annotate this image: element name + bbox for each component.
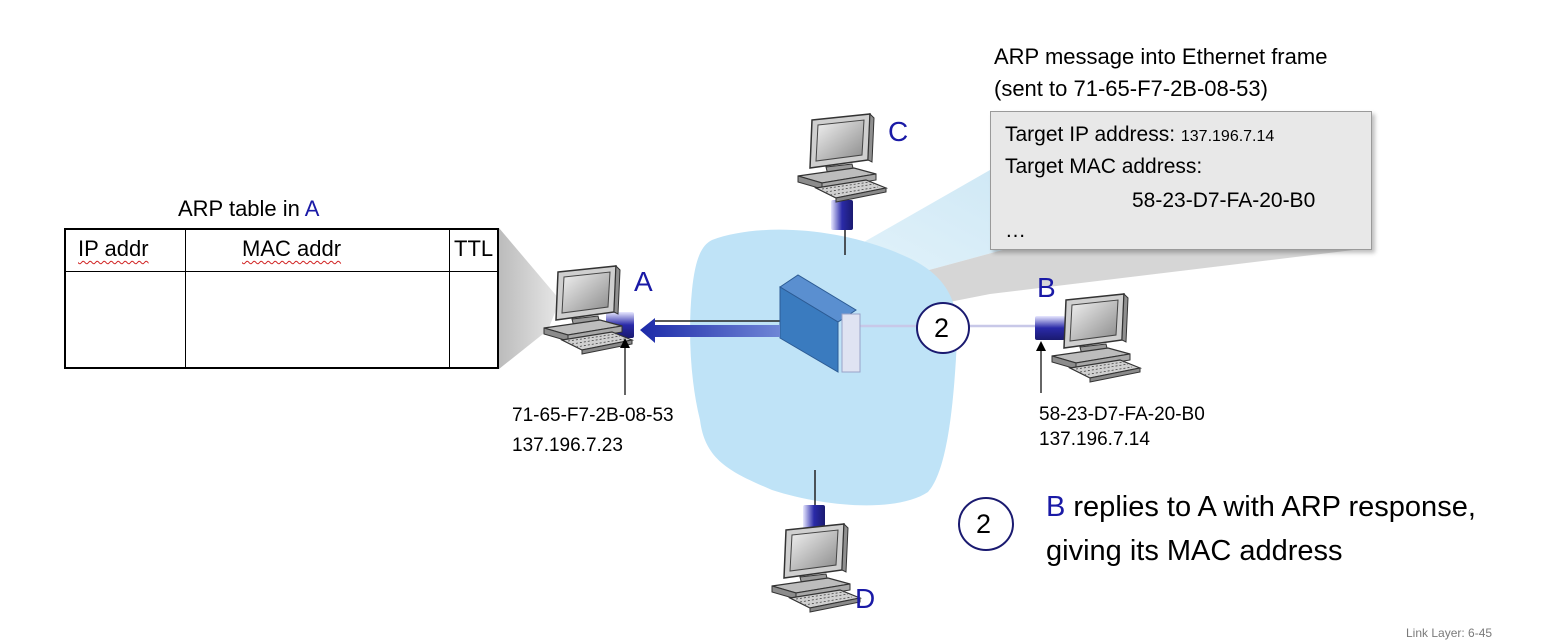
- host-a-icon: [543, 265, 633, 355]
- target-mac-value: 58-23-D7-FA-20-B0: [1132, 189, 1316, 212]
- step-text-line1: B replies to A with ARP response,: [1046, 490, 1476, 524]
- message-caption-line2: (sent to 71-65-F7-2B-08-53): [994, 76, 1268, 101]
- step-text-line1-rest: replies to A with ARP response,: [1065, 491, 1476, 523]
- node-b-mac: 58-23-D7-FA-20-B0: [1039, 404, 1205, 425]
- step-circle-legend: [958, 497, 1014, 551]
- arp-header-ttl: TTL: [454, 236, 494, 261]
- arp-table-header-divider: [66, 271, 497, 272]
- arp-table: IP addr MAC addr TTL: [64, 228, 499, 369]
- host-c-icon: [797, 113, 887, 203]
- step-number-legend: 2: [976, 509, 992, 539]
- node-d-label: D: [855, 583, 876, 614]
- node-a-label: A: [634, 266, 653, 297]
- host-b-icon: [1051, 293, 1141, 383]
- host-d-icon: [771, 523, 861, 613]
- arp-header-mac-text: MAC addr: [242, 236, 342, 261]
- node-a-mac: 71-65-F7-2B-08-53: [512, 405, 674, 426]
- node-b-label: B: [1037, 272, 1056, 303]
- node-c-label: C: [888, 116, 909, 147]
- target-mac-label: Target MAC address:: [1005, 155, 1203, 178]
- target-ip-row: Target IP address: 137.196.7.14: [1005, 123, 1274, 149]
- target-ip-label: Target IP address:: [1005, 123, 1181, 146]
- slide-footer: Link Layer: 6-45: [1406, 626, 1493, 640]
- arp-table-title: ARP table in A: [178, 196, 319, 222]
- step-circle-on-link: [916, 302, 970, 354]
- step-text-line2: giving its MAC address: [1046, 535, 1343, 567]
- arp-table-title-node: A: [304, 196, 320, 221]
- step-number-on-link: 2: [934, 313, 950, 343]
- arp-message-box: Target IP address: 137.196.7.14 Target M…: [990, 111, 1372, 250]
- node-b-ip: 137.196.7.14: [1039, 429, 1150, 450]
- message-ellipsis: …: [1005, 219, 1026, 242]
- arp-table-col-divider: [449, 230, 450, 367]
- target-ip-value: 137.196.7.14: [1180, 128, 1275, 145]
- step-node: B: [1046, 491, 1066, 523]
- arp-table-title-prefix: ARP table in: [178, 196, 305, 221]
- arp-table-col-divider: [185, 230, 186, 367]
- arp-header-ip: IP addr: [78, 236, 149, 261]
- arp-header-mac: MAC addr: [242, 236, 341, 262]
- node-a-ip: 137.196.7.23: [512, 435, 623, 456]
- message-caption-line1: ARP message into Ethernet frame: [994, 44, 1328, 69]
